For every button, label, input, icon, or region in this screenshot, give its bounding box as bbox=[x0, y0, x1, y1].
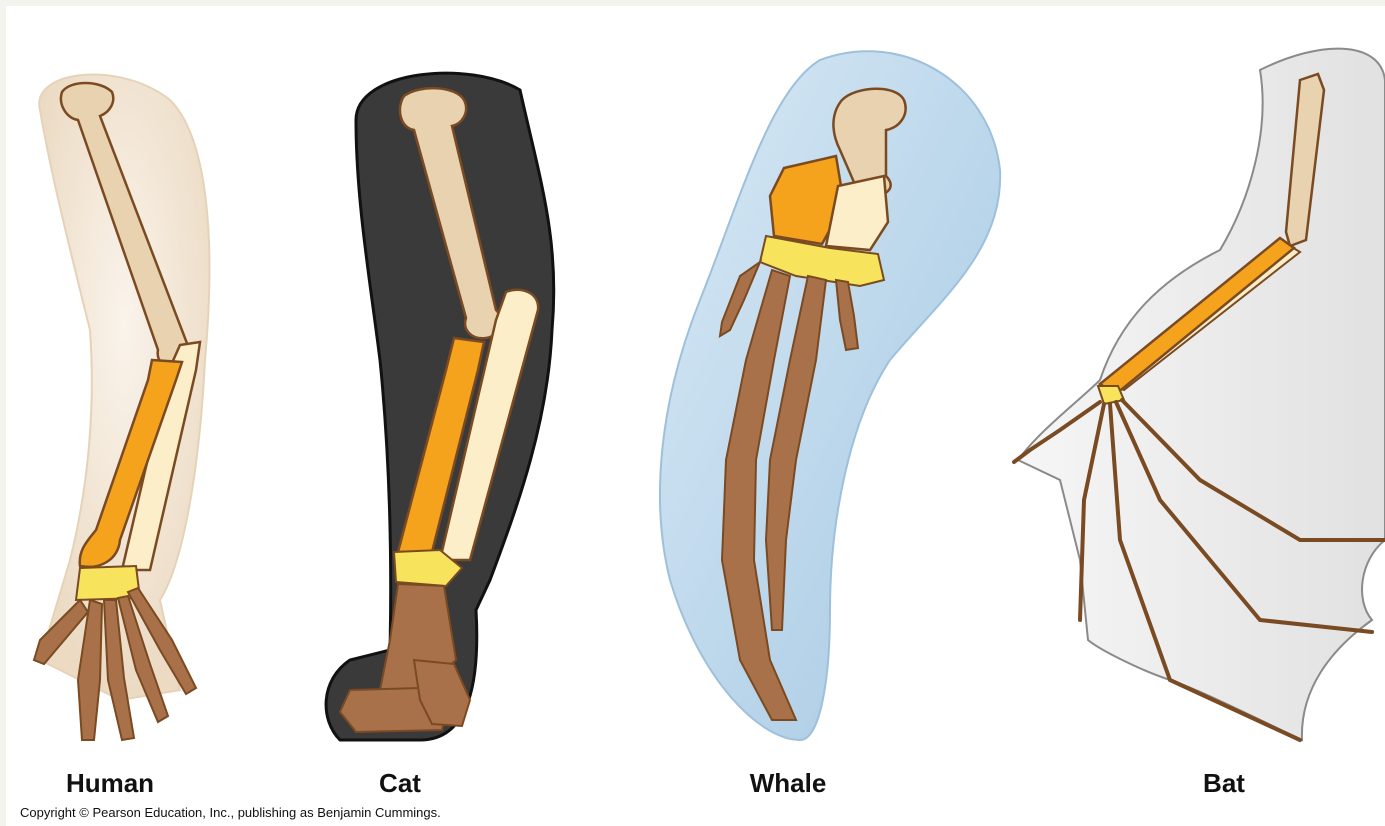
label-cat: Cat bbox=[379, 768, 421, 799]
copyright-notice: Copyright © Pearson Education, Inc., pub… bbox=[20, 805, 441, 820]
bat-wing bbox=[1014, 49, 1385, 740]
label-human: Human bbox=[66, 768, 154, 799]
label-whale: Whale bbox=[750, 768, 827, 799]
cat-leg bbox=[326, 73, 554, 740]
whale-flipper-outline bbox=[660, 51, 1000, 740]
whale-flipper bbox=[660, 51, 1000, 740]
human-arm bbox=[34, 75, 209, 740]
label-bat: Bat bbox=[1203, 768, 1245, 799]
bat-membrane bbox=[1018, 49, 1385, 740]
